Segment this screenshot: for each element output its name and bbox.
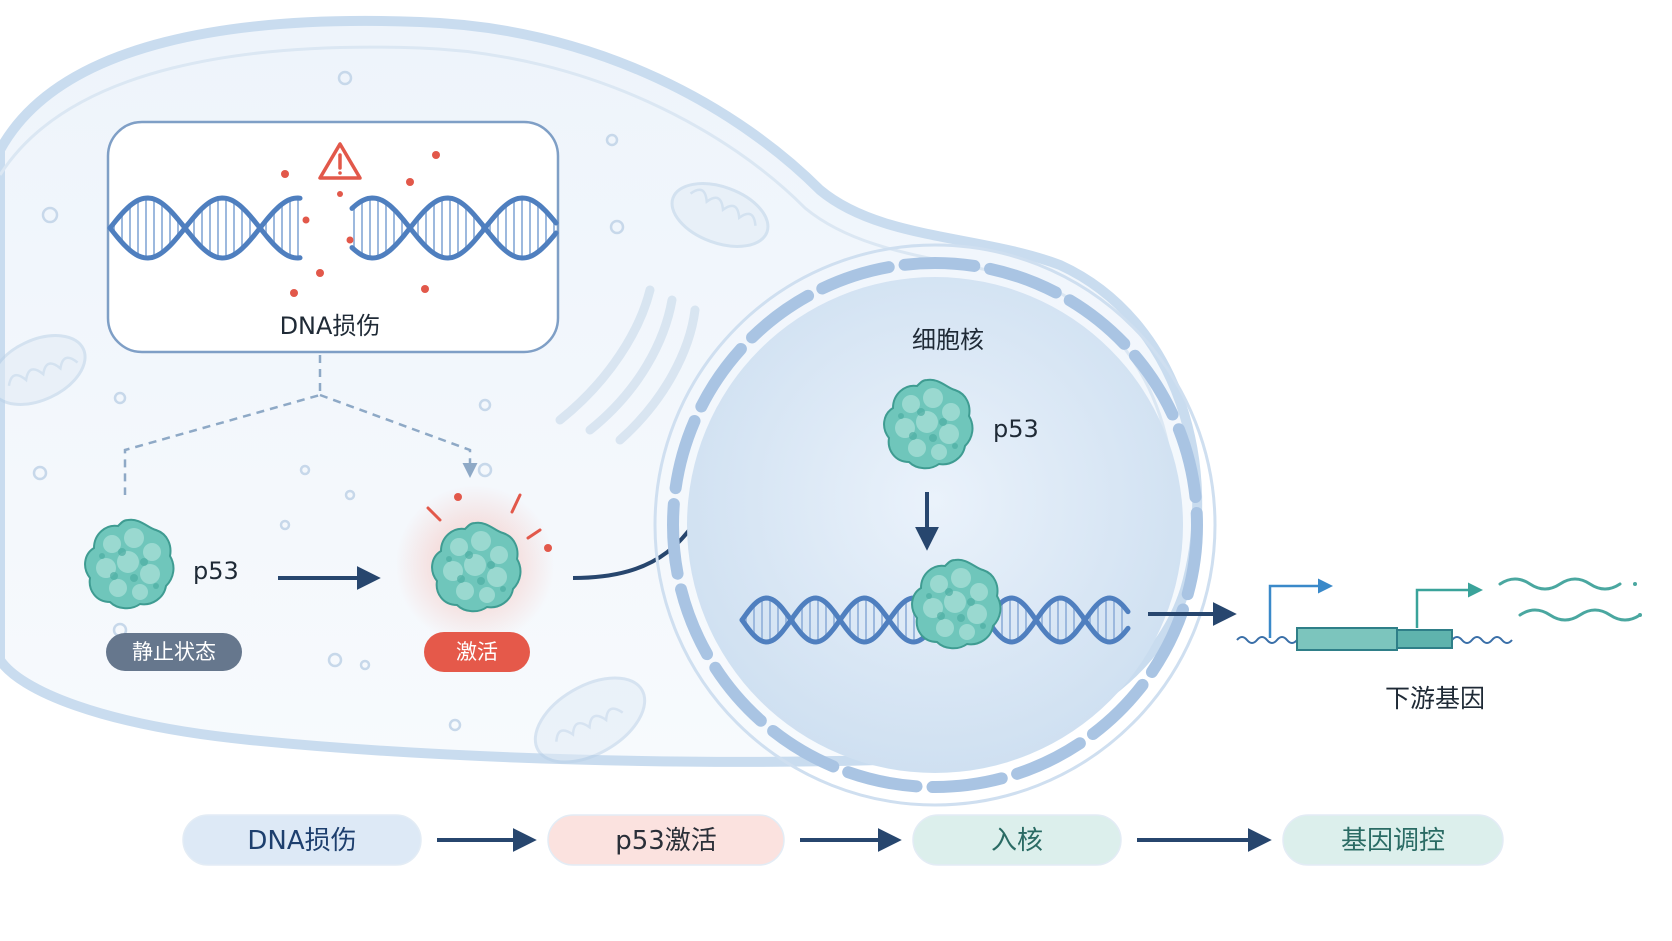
flow-step-label: DNA损伤 <box>247 826 356 856</box>
damage-signal-connector <box>123 355 478 495</box>
warning-triangle-icon <box>318 142 362 180</box>
endoplasmic-reticulum <box>555 285 700 445</box>
dna-damage-panel <box>106 120 560 354</box>
mitochondrion-bottom <box>533 676 647 764</box>
mrna-transcript <box>1498 577 1622 591</box>
flow-step-pill <box>1282 814 1504 866</box>
vesicles <box>32 70 625 732</box>
resting-badge-label: 静止状态 <box>132 640 216 664</box>
p53-resting-label: p53 <box>193 557 239 585</box>
nucleus <box>687 277 1183 773</box>
flow-step-pill <box>182 814 422 866</box>
dna-strand <box>107 195 303 261</box>
p53-nuclear-label: p53 <box>993 415 1039 443</box>
dna-strand <box>349 195 559 261</box>
activated-badge <box>424 632 530 672</box>
flow-step-pill <box>547 814 785 866</box>
nucleus-label: 细胞核 <box>912 326 984 354</box>
resting-badge <box>106 633 242 671</box>
damage-particles <box>281 151 440 297</box>
broken-dna-helix <box>107 195 559 261</box>
flow-step-pill <box>912 814 1122 866</box>
activation-sparks <box>426 493 542 540</box>
promoter-arrow-icon-2 <box>1415 582 1483 628</box>
p53-bound-protein <box>911 558 1002 650</box>
downstream-gene-graphic <box>1236 577 1642 651</box>
downstream-genes-label: 下游基因 <box>1385 684 1485 713</box>
mitochondrion-left <box>0 334 87 406</box>
nuclear-envelope <box>667 257 1203 793</box>
flow-step-label: 基因调控 <box>1341 826 1445 856</box>
flow-step-label: p53激活 <box>615 826 717 856</box>
activated-badge-label: 激活 <box>456 640 498 664</box>
p53-nuclear-protein <box>883 378 974 470</box>
dna-strand <box>107 195 303 261</box>
summary-flow: DNA损伤 p53激活 入核 基因调控 <box>182 814 1504 866</box>
promoter-arrow-icon <box>1268 578 1333 638</box>
p53-activated-protein <box>431 521 522 613</box>
dna-damage-label: DNA损伤 <box>280 312 381 340</box>
dna-strand <box>349 195 559 261</box>
flow-step-label: 入核 <box>991 826 1043 856</box>
p53-resting-protein <box>84 518 175 610</box>
mitochondrion-top <box>670 182 770 248</box>
mrna-transcript-2 <box>1518 608 1642 622</box>
